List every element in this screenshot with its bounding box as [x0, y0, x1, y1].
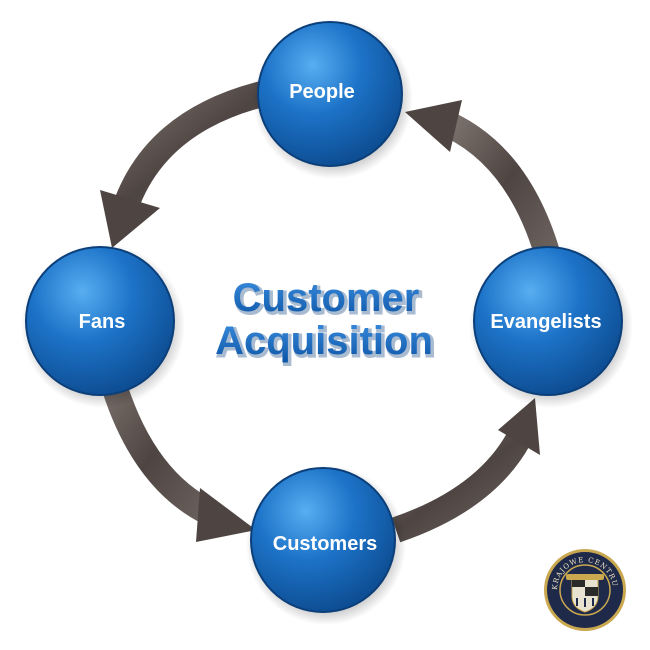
node-evangelists-label: Evangelists: [490, 311, 601, 333]
node-customers: Customers: [246, 465, 406, 625]
center-title-line1: Customer: [235, 278, 422, 322]
arrow-evangelists-to-people: [405, 100, 561, 260]
arrow-customers-to-evangelists: [391, 398, 540, 543]
node-fans: Fans: [21, 244, 185, 408]
center-title-line2-fill: Acquisition: [215, 319, 433, 363]
node-evangelists: Evangelists: [469, 244, 633, 408]
node-people: People: [253, 19, 413, 179]
center-title-line2: Acquisition: [217, 321, 435, 365]
node-people-label: People: [289, 81, 355, 103]
center-title-line1-fill: Customer: [233, 276, 420, 320]
node-fans-label: Fans: [79, 311, 126, 333]
center-title: Customer Customer Acquisition Acquisitio…: [215, 276, 436, 367]
arrow-people-to-fans: [100, 81, 266, 248]
node-customers-label: Customers: [273, 533, 377, 555]
